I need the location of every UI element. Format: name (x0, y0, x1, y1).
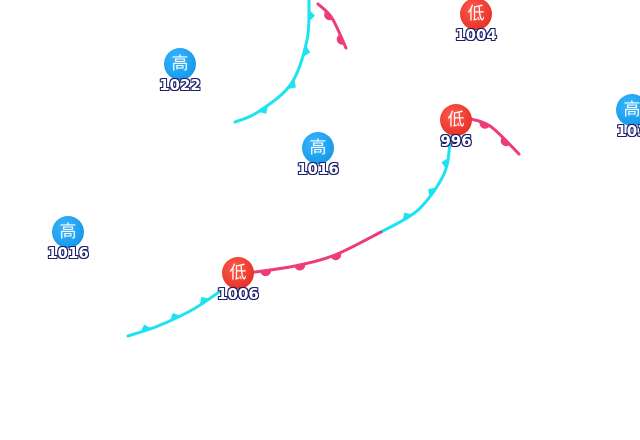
pressure-value: 1016 (297, 160, 339, 178)
warm-front-semicircle (500, 136, 511, 147)
warm-front-central (253, 230, 383, 277)
cold-front-triangle (169, 313, 181, 321)
pressure-value: 1006 (217, 285, 259, 303)
low-symbol: 低 (460, 0, 492, 30)
cold-front-triangle (402, 212, 413, 221)
high-symbol: 高 (616, 94, 640, 126)
high-pressure-center: 高 1022 (150, 48, 210, 93)
cold-front-triangle (199, 297, 210, 306)
cold-front-triangle (308, 9, 316, 22)
cold-front-triangle (258, 105, 268, 114)
high-pressure-center: 高 103 (602, 94, 640, 139)
cold-front-triangle (287, 79, 296, 90)
low-pressure-center: 低 996 (426, 104, 486, 149)
high-symbol: 高 (52, 216, 84, 248)
cold-front-central (379, 140, 452, 234)
low-pressure-center: 低 1006 (208, 257, 268, 302)
cold-front-line (379, 140, 452, 234)
pressure-value: 1016 (47, 244, 89, 262)
high-pressure-center: 高 1016 (288, 132, 348, 177)
low-symbol: 低 (440, 104, 472, 136)
cold-front-triangle (302, 45, 311, 57)
warm-front-semicircle (479, 120, 491, 129)
pressure-value: 1004 (455, 26, 497, 44)
cold-front-line (233, 0, 311, 124)
cold-front-triangle (428, 187, 437, 198)
warm-front-line (253, 230, 383, 274)
high-pressure-center: 高 1016 (38, 216, 98, 261)
cold-front-triangle (140, 324, 152, 333)
high-symbol: 高 (302, 132, 334, 164)
cold-front-north (233, 0, 316, 124)
warm-front-north (316, 2, 348, 50)
low-symbol: 低 (222, 257, 254, 289)
pressure-value: 1022 (159, 76, 201, 94)
low-pressure-center: 低 1004 (446, 0, 506, 43)
warm-front-semicircle (336, 34, 345, 45)
pressure-value: 996 (440, 132, 472, 150)
cold-front-southwest (126, 288, 224, 338)
cold-front-triangle (441, 157, 449, 170)
warm-front-semicircle (260, 269, 272, 277)
warm-front-semicircle (294, 263, 306, 271)
high-symbol: 高 (164, 48, 196, 80)
warm-front-semicircle (330, 252, 342, 261)
warm-front-semicircle (324, 10, 334, 21)
pressure-value: 103 (616, 122, 640, 140)
